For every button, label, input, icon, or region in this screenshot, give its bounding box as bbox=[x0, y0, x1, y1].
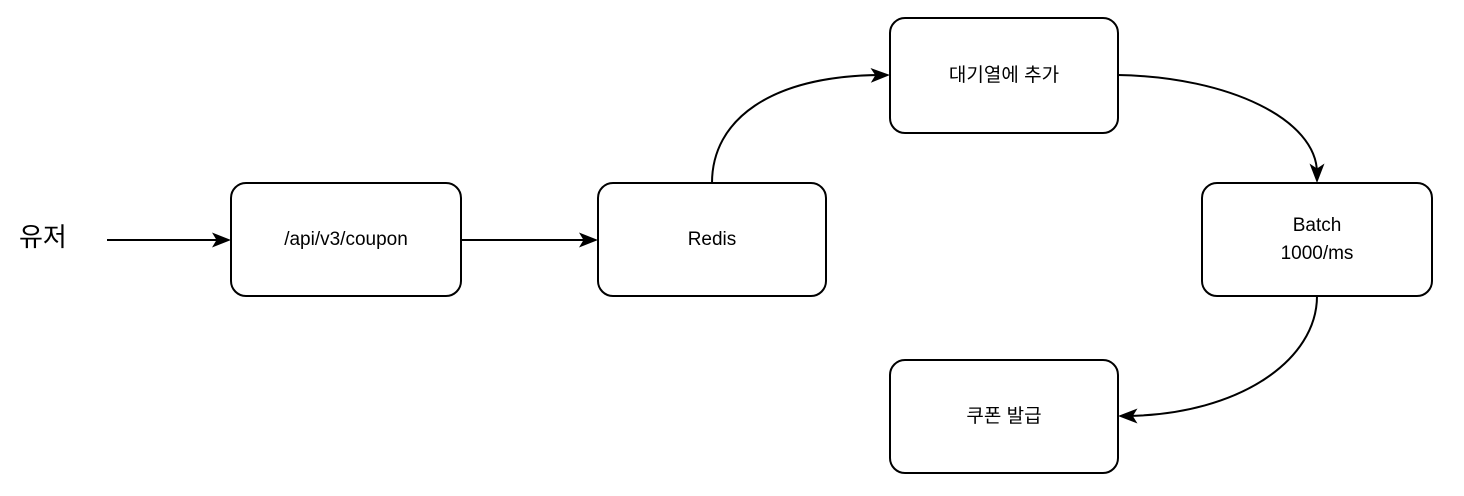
edge-user-to-api bbox=[107, 232, 231, 248]
edge-batch-to-issue-line bbox=[1127, 295, 1318, 417]
edge-batch-to-issue-arrowhead bbox=[1118, 408, 1138, 424]
edge-redis-to-queue-line bbox=[711, 74, 881, 184]
edge-api-to-redis-arrowhead bbox=[579, 232, 598, 248]
actor-label-user: 유저 bbox=[19, 222, 67, 252]
node-issue[interactable] bbox=[889, 359, 1119, 474]
edge-queue-to-batch bbox=[1117, 74, 1325, 183]
edge-batch-to-issue bbox=[1118, 295, 1318, 424]
edge-redis-to-queue bbox=[711, 68, 890, 184]
node-batch[interactable] bbox=[1201, 182, 1433, 297]
node-redis[interactable] bbox=[597, 182, 827, 297]
edge-redis-to-queue-arrowhead bbox=[870, 68, 890, 83]
node-api[interactable] bbox=[230, 182, 462, 297]
edge-user-to-api-arrowhead bbox=[212, 232, 231, 248]
edge-api-to-redis bbox=[461, 232, 598, 248]
edge-queue-to-batch-arrowhead bbox=[1309, 163, 1325, 183]
node-queue[interactable] bbox=[889, 17, 1119, 134]
edge-queue-to-batch-line bbox=[1117, 74, 1318, 174]
